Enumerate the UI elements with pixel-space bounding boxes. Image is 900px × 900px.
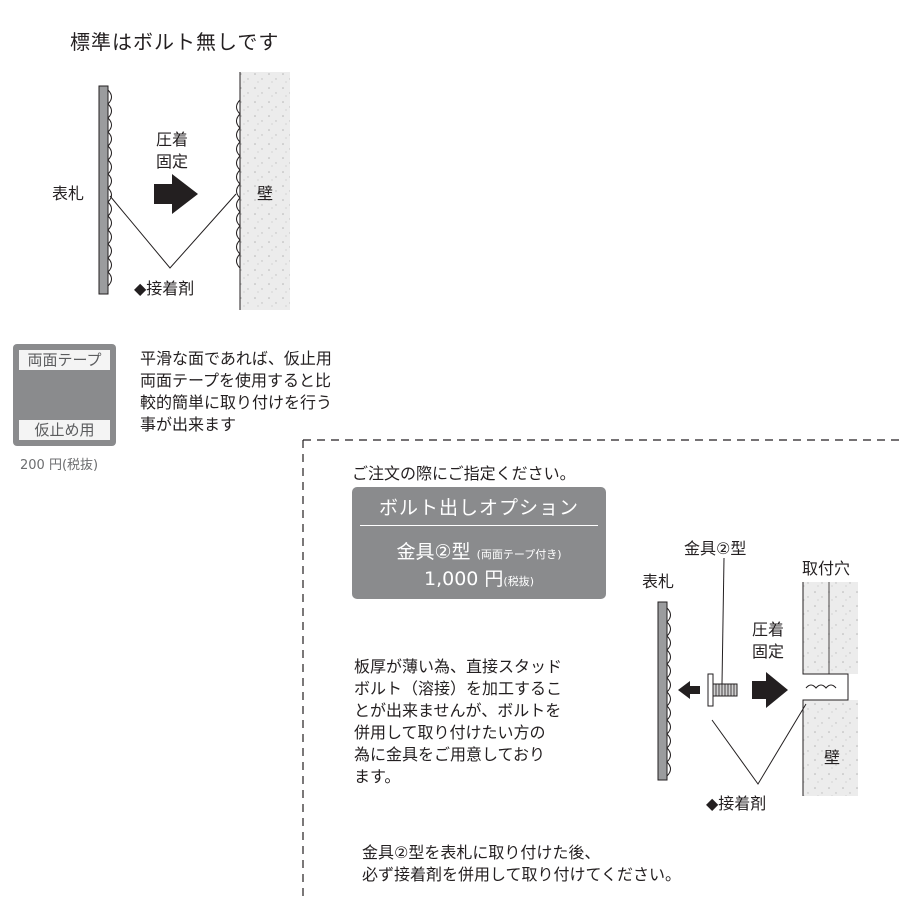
bottom-plate-adhesive-bumps [666,607,671,777]
bolt-desc-line: とが出来ませんが、ボルトを [354,701,562,720]
bottom-adhesive-leader [711,703,807,785]
bolt-option-box: ボルト出しオプション 金具②型 (両面テープ付き) 1,000 円(税抜) [352,487,606,599]
bottom-press-label-1: 圧着 [752,620,785,639]
top-press-arrow [154,174,198,214]
footer-line: 金具②型を表札に取り付けた後、 [362,843,601,862]
bottom-plate-label: 表札 [642,572,675,591]
bolt-desc-line: 併用して取り付けたい方の [354,723,546,742]
top-press-label-1: 圧着 [156,130,189,149]
dashed-divider [302,439,900,900]
option-item-note: (両面テープ付き) [476,548,562,561]
bottom-press-label-2: 固定 [752,642,785,661]
tape-desc-line: 事が出来ます [140,415,237,434]
bolt-desc-line: 板厚が薄い為、直接スタッド [354,657,563,676]
tape-badge: 両面テープ 仮止め用 [13,344,116,446]
bottom-adhesive-label: ◆接着剤 [706,794,767,813]
top-wall-label: 壁 [257,184,274,203]
top-adhesive-leader [109,193,237,269]
bracket-leader [721,557,725,685]
bottom-diagram [657,557,858,796]
bracket-label: 金具②型 [684,539,747,558]
option-item-name: 金具②型 [396,541,471,563]
bolt-desc-line: ボルト（溶接）を加工するこ [354,679,563,698]
tape-badge-top: 両面テープ [19,350,110,370]
top-wall [240,72,290,310]
option-price-value: 1,000 円 [423,568,504,590]
option-price: 1,000 円(税抜) [352,564,606,591]
option-title: ボルト出しオプション [378,497,579,519]
order-note: ご注文の際にご指定ください。 [352,464,576,483]
bolt-desc-line: ます。 [354,767,401,786]
tape-badge-bottom: 仮止め用 [19,420,110,440]
bottom-plate [657,601,668,781]
bottom-wall-lower [803,700,858,796]
tape-desc-line: 平滑な面であれば、仮止用 [140,349,332,368]
tape-description: 平滑な面であれば、仮止用 両面テープを使用すると比 較的簡単に取り付けを行う 事… [140,348,390,436]
option-price-note: (税抜) [503,575,535,588]
top-plate-adhesive-bumps [107,89,112,287]
bottom-wall-label: 壁 [824,748,841,767]
bottom-press-arrow [752,672,788,708]
bottom-wall-upper [803,582,858,674]
footer-line: 必ず接着剤を併用して取り付けてください。 [362,865,682,884]
bottom-wall-adhesive-bumps [805,684,837,689]
option-item: 金具②型 (両面テープ付き) [352,537,606,564]
top-adhesive-label: ◆接着剤 [134,279,195,298]
tape-desc-line: 両面テープを使用すると比 [140,371,332,390]
tape-desc-line: 較的簡単に取り付けを行う [140,393,333,412]
page-title: 標準はボルト無しです [70,30,280,54]
bolt-description: 板厚が薄い為、直接スタッド ボルト（溶接）を加工するこ とが出来ませんが、ボルト… [354,656,614,788]
mount-hole-label: 取付穴 [802,559,851,578]
footer-note: 金具②型を表札に取り付けた後、 必ず接着剤を併用して取り付けてください。 [362,842,782,886]
bottom-left-arrow [678,681,700,699]
bolt-desc-line: 為に金具をご用意しており [354,745,546,764]
top-diagram [98,72,290,310]
option-divider [360,525,598,526]
top-wall-adhesive-bumps [236,99,241,269]
tape-price: 200 円(税抜) [20,458,99,473]
bracket-plate [707,673,714,707]
top-plate [98,85,109,295]
top-press-label-2: 固定 [156,152,189,171]
top-plate-label: 表札 [52,184,85,203]
